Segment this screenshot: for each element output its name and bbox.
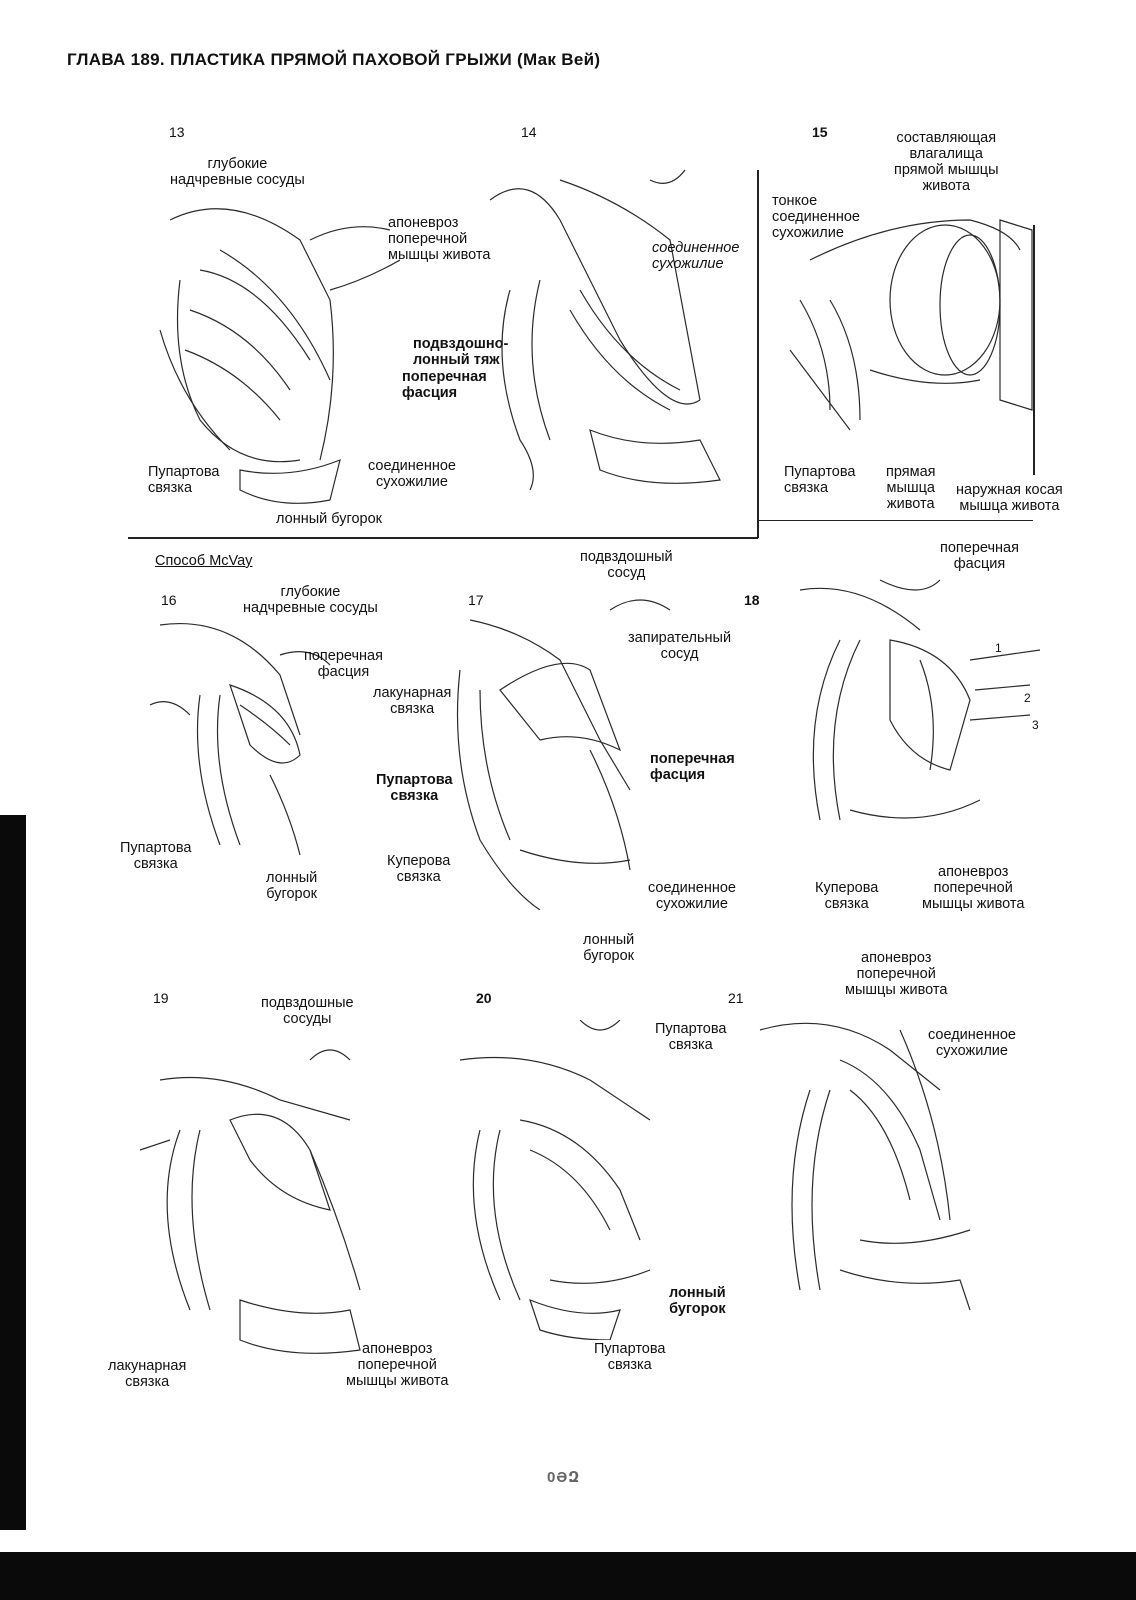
page-title: ГЛАВА 189. ПЛАСТИКА ПРЯМОЙ ПАХОВОЙ ГРЫЖИ… (67, 50, 601, 69)
figure-15-label-thin-conjoint-tendon: тонкое соединенное сухожилие (772, 193, 860, 241)
figure-13-label-pubic-tubercle: лонный бугорок (276, 511, 382, 527)
method-label: Способ McVay (155, 553, 253, 569)
figure-15-label-rectus-muscle: прямая мышца живота (886, 464, 936, 512)
figure-17-illustration (456, 599, 671, 910)
figure-13-label-transversalis-fascia: поперечная фасция (402, 369, 487, 401)
figure-20-number: 20 (476, 990, 492, 1006)
figure-17-label-conjoint-tendon: соединенное сухожилие (648, 880, 736, 912)
figure-16-label-pubic-tubercle: лонный бугорок (266, 870, 318, 902)
figure-13-illustration (159, 208, 400, 504)
divider-vertical (757, 170, 759, 538)
figure-19-label-iliac-vessels: подвздошные сосуды (261, 995, 354, 1027)
figure-14-number: 14 (521, 124, 537, 140)
figure-18-label-transversus-aponeurosis: апоневроз поперечной мышцы живота (922, 864, 1025, 912)
figure-17-label-cooper-ligament: Куперова связка (387, 853, 451, 885)
figure-19-illustration (139, 1049, 361, 1354)
figure-15-illustration (789, 219, 1033, 431)
figure-18-label-suture-3: 3 (1032, 718, 1039, 732)
figure-15-number: 15 (812, 124, 828, 140)
figure-16-label-transversalis-fascia: поперечная фасция (304, 648, 383, 680)
frame-line-right (1033, 225, 1035, 475)
figure-19-label-transversus-aponeurosis: апоневроз поперечной мышцы живота (346, 1341, 449, 1389)
figure-16-number: 16 (161, 592, 177, 608)
figure-17-label-transversalis-fascia: поперечная фасция (650, 751, 735, 783)
figure-17-label-pubic-tubercle: лонный бугорок (583, 932, 635, 964)
figure-18-label-transversalis-fascia: поперечная фасция (940, 540, 1019, 572)
figure-18-label-suture-1: 1 (995, 641, 1002, 655)
figure-17-label-obturator-vessel: запирательный сосуд (628, 630, 732, 662)
figure-20-illustration (459, 1020, 651, 1340)
figure-19-number: 19 (153, 990, 169, 1006)
figure-13-label-deep-epigastric-vessels: глубокие надчревные сосуды (170, 156, 305, 188)
figure-19-label-lacunar-ligament: лакунарная связка (108, 1358, 187, 1390)
figure-20-label-pubic-tubercle: лонный бугорок (669, 1285, 726, 1317)
figure-16-label-deep-epigastric-vessels: глубокие надчревные сосуды (243, 584, 378, 616)
figure-14-illustration (489, 169, 721, 490)
figure-17-label-poupart-ligament: Пупартова связка (376, 772, 453, 804)
figure-17-label-iliac-vessel: подвздошный сосуд (580, 549, 673, 581)
figure-21-label-transversus-aponeurosis: апоневроз поперечной мышцы живота (845, 950, 948, 998)
figure-15-label-external-oblique: наружная косая мышца живота (956, 482, 1063, 514)
divider-horizontal-right (758, 520, 1033, 521)
figure-21-illustration (759, 1022, 971, 1311)
figure-17-label-lacunar-ligament: лакунарная связка (373, 685, 452, 717)
figure-14-label-conjoint-tendon: соединенное сухожилие (652, 240, 740, 272)
figure-13-number: 13 (169, 124, 185, 140)
figure-16-illustration (149, 623, 331, 856)
figure-17-number: 17 (468, 592, 484, 608)
figure-13-label-transversus-aponeurosis: апоневроз поперечной мышцы живота (388, 215, 491, 263)
figure-15-label-rectus-sheath-component: составляющая влагалища прямой мышцы живо… (894, 130, 999, 194)
figure-16-label-poupart-ligament: Пупартова связка (120, 840, 192, 872)
figure-18-label-suture-2: 2 (1024, 691, 1031, 705)
figure-13-label-poupart-ligament: Пупартова связка (148, 464, 220, 496)
figure-18-illustration (799, 579, 1041, 821)
scan-edge-bottom (0, 1552, 1136, 1600)
figure-13-label-conjoint-tendon: соединенное сухожилие (368, 458, 456, 490)
figure-13-label-iliopubic-tract: подвздошно- лонный тяж (413, 336, 509, 368)
figure-15-label-poupart-ligament: Пупартова связка (784, 464, 856, 496)
figure-18-label-cooper-ligament: Куперова связка (815, 880, 879, 912)
figure-21-label-poupart-ligament: Пупартова связка (655, 1021, 727, 1053)
figure-21-number: 21 (728, 990, 744, 1006)
figure-18-number: 18 (744, 592, 760, 608)
figure-20-label-poupart-ligament: Пупартова связка (594, 1341, 666, 1373)
scan-edge-left (0, 815, 26, 1530)
divider-horizontal (128, 537, 758, 539)
figure-21-label-conjoint-tendon: соединенное сухожилие (928, 1027, 1016, 1059)
page-number: 0ӘԶ (547, 1469, 581, 1486)
